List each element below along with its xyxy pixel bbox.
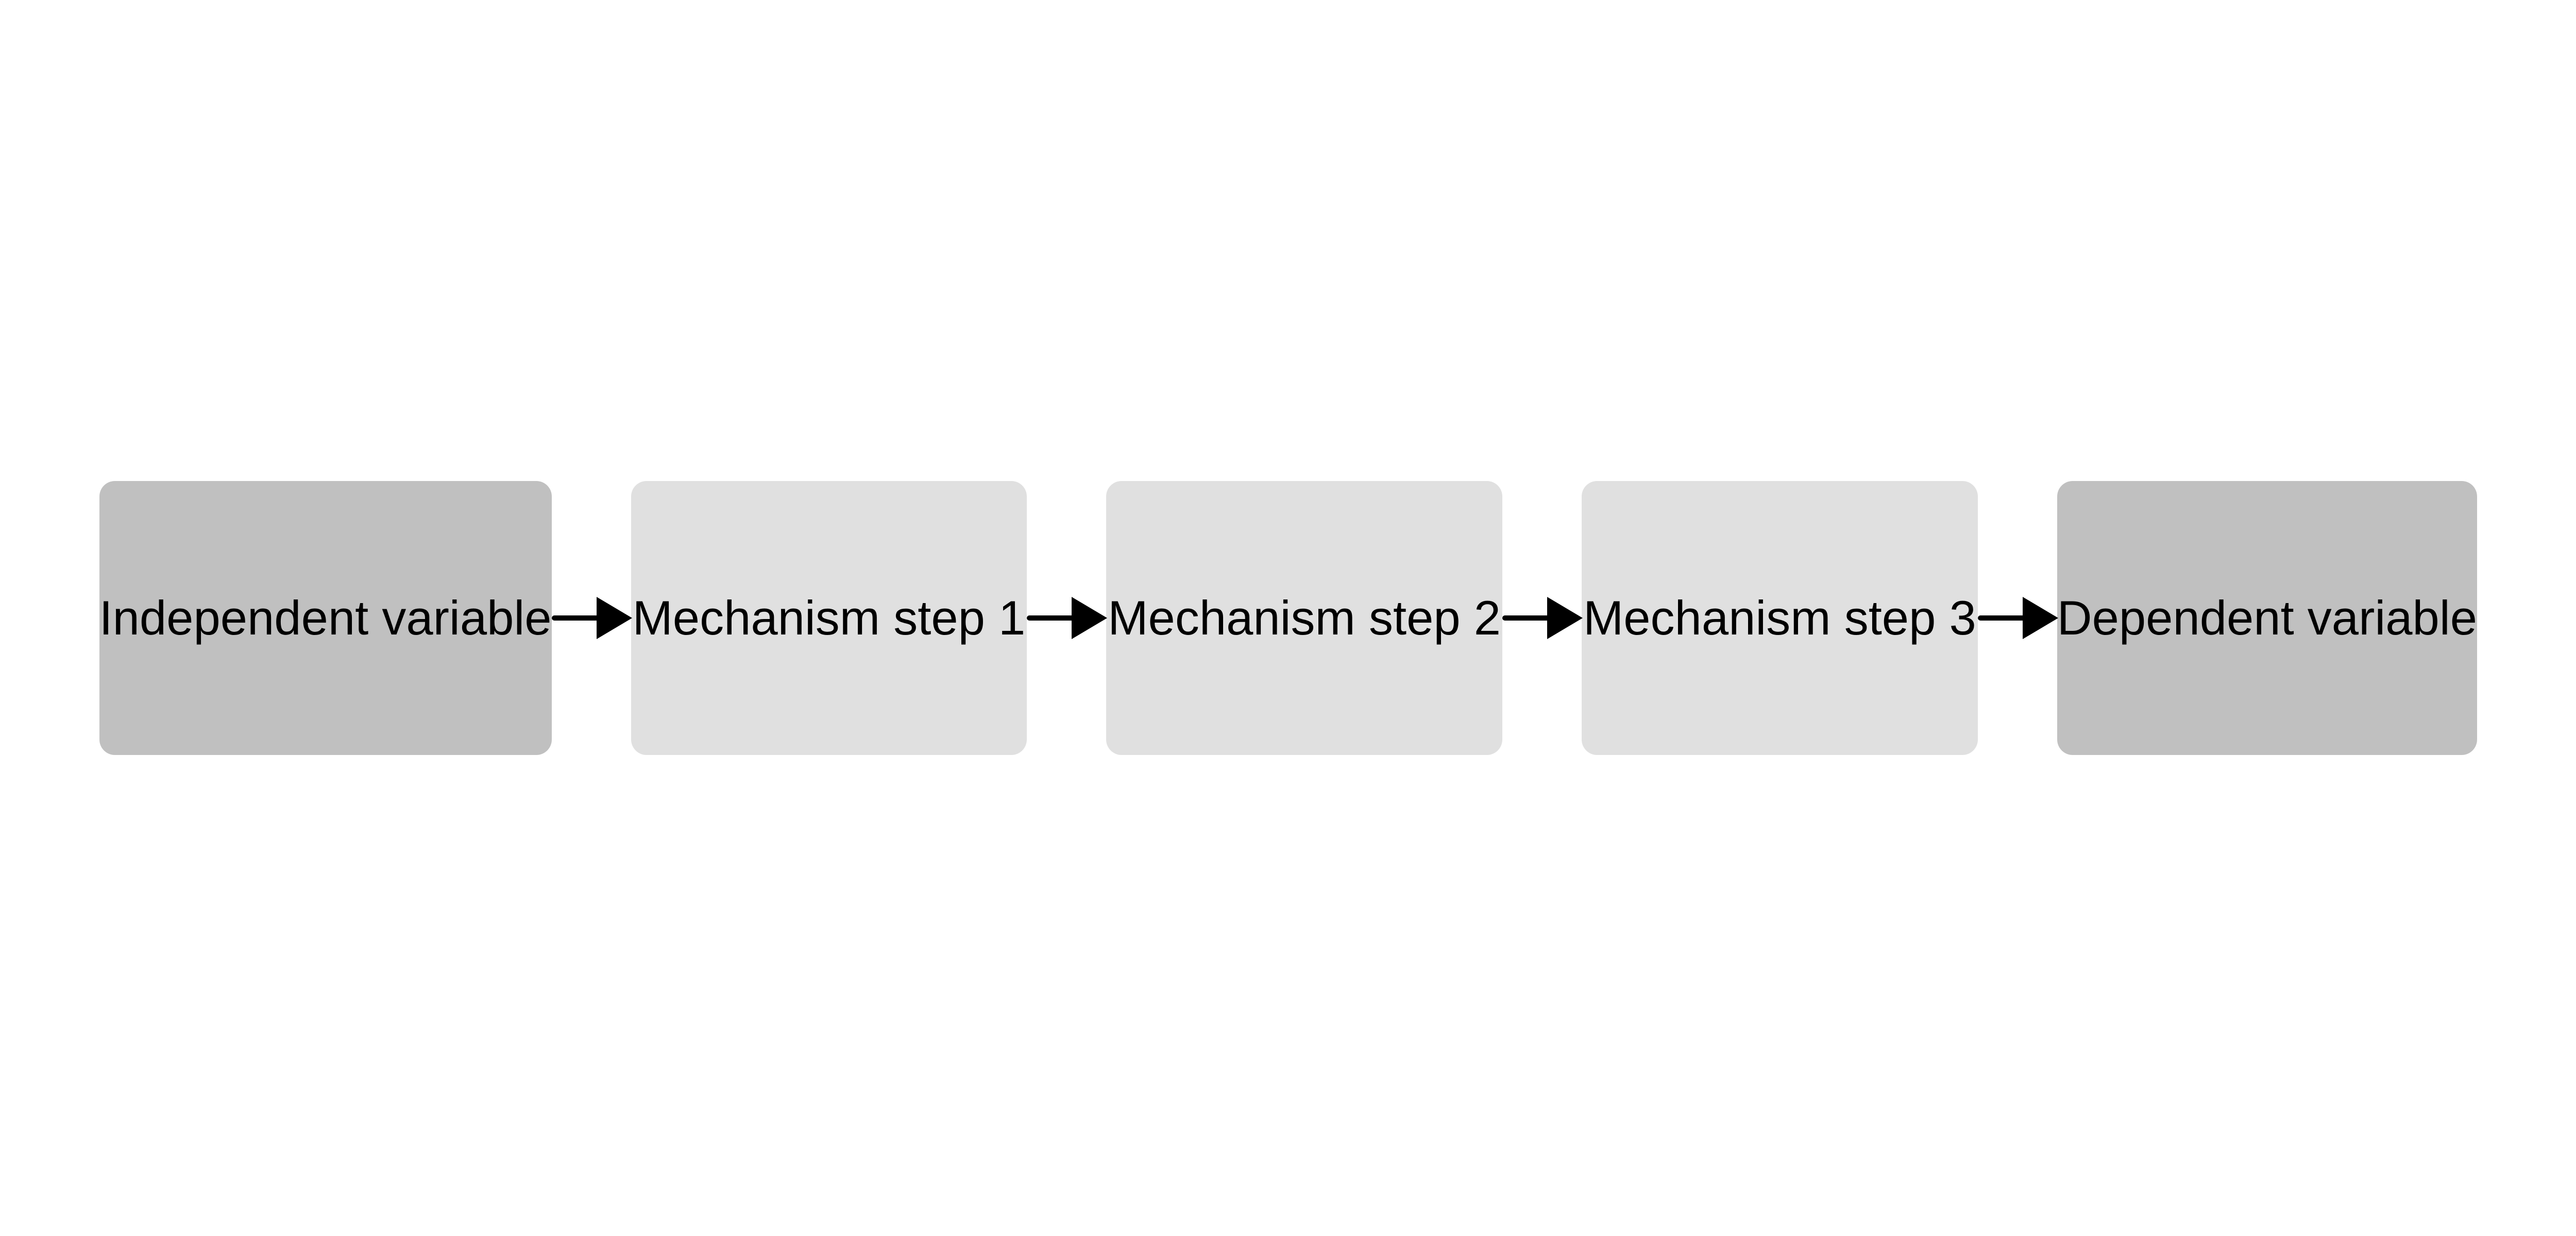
node-independent-variable: Independent variable — [99, 481, 552, 755]
node-mechanism-step-2: Mechanism step 2 — [1106, 481, 1503, 755]
node-label: Mechanism step 2 — [1108, 591, 1501, 645]
arrow-3 — [1502, 597, 1583, 639]
node-mechanism-step-1: Mechanism step 1 — [631, 481, 1027, 755]
node-dependent-variable: Dependent variable — [2057, 481, 2477, 755]
arrow-4 — [1977, 597, 2058, 639]
node-mechanism-step-3: Mechanism step 3 — [1582, 481, 1978, 755]
flow-row: Independent variable Mechanism step 1 Me… — [0, 481, 2576, 755]
node-label: Mechanism step 3 — [1583, 591, 1976, 645]
node-label: Independent variable — [99, 591, 552, 645]
node-label: Dependent variable — [2057, 591, 2477, 645]
arrow-1 — [551, 597, 632, 639]
arrow-2 — [1027, 597, 1108, 639]
node-label: Mechanism step 1 — [632, 591, 1026, 645]
